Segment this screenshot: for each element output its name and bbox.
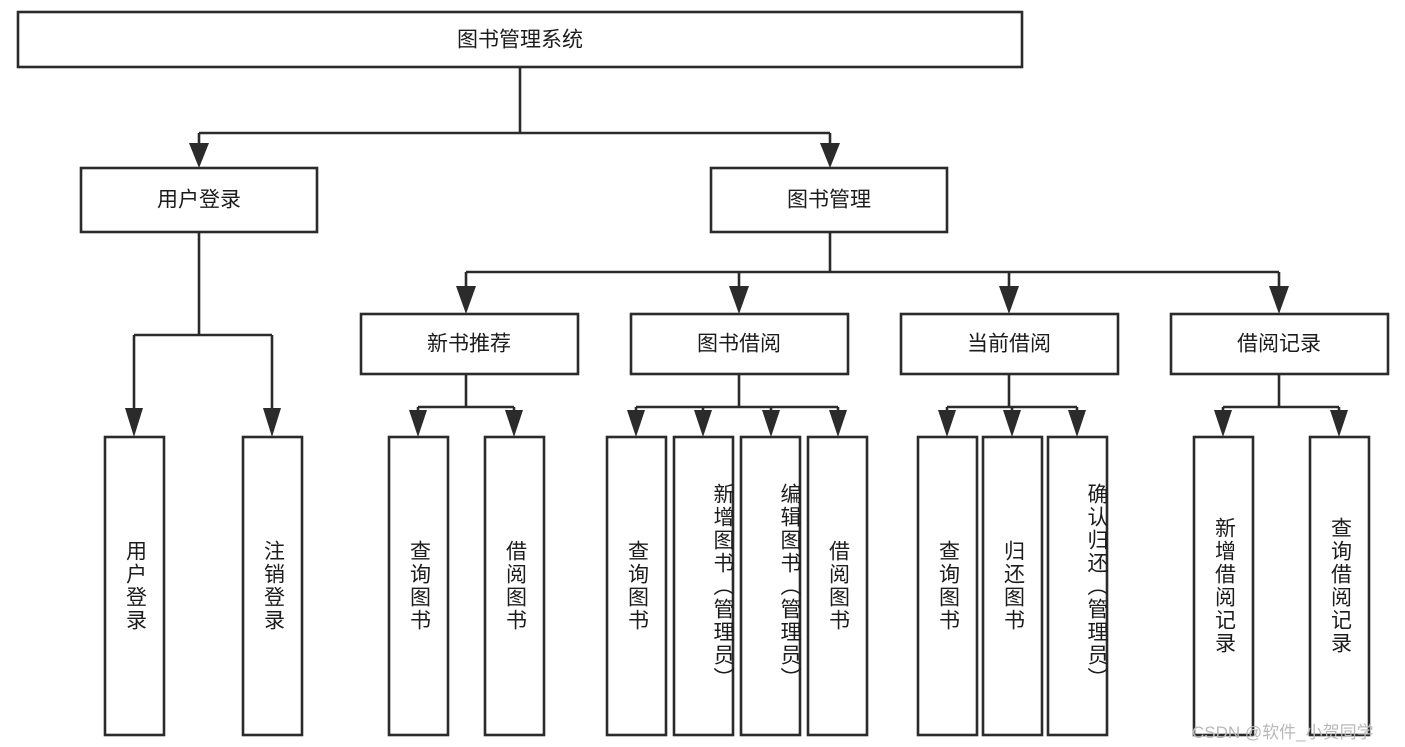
node-book-manage[interactable] bbox=[709, 166, 949, 234]
node-root-label: 图书管理系统 bbox=[457, 29, 583, 52]
node-borrow-record-label: 借阅记录 bbox=[1237, 333, 1321, 356]
node-leaf-add-record[interactable] bbox=[1192, 435, 1255, 737]
connector-layer bbox=[125, 67, 1348, 437]
node-leaf-logout-login[interactable] bbox=[241, 435, 304, 737]
node-root[interactable] bbox=[16, 10, 1024, 69]
node-borrow-record[interactable] bbox=[1169, 312, 1390, 376]
arrow-head-user-login bbox=[189, 143, 209, 168]
arrow-head-book-borrow bbox=[729, 286, 749, 314]
node-user-login-label: 用户登录 bbox=[157, 189, 241, 212]
node-leaf-edit-book[interactable] bbox=[739, 435, 802, 737]
arrow-head-leaf-add-book bbox=[694, 410, 712, 437]
node-leaf-borrow-book-2[interactable] bbox=[806, 435, 869, 737]
arrow-head-leaf-query-book-1 bbox=[409, 410, 427, 437]
csdn-watermark: CSDN @软件_小贺同学 bbox=[1192, 723, 1374, 742]
arrow-head-book-manage bbox=[820, 143, 840, 168]
node-current-borrow[interactable] bbox=[899, 312, 1120, 376]
node-current-borrow-label: 当前借阅 bbox=[967, 333, 1051, 356]
arrow-head-borrow-record bbox=[1269, 286, 1289, 314]
node-leaf-query-record[interactable] bbox=[1308, 435, 1371, 737]
arrow-head-leaf-confirm-return bbox=[1068, 410, 1086, 437]
arrow-head-new-book-recommend bbox=[456, 286, 476, 314]
node-leaf-add-book[interactable] bbox=[672, 435, 735, 737]
arrow-head-leaf-user-login bbox=[125, 408, 143, 437]
node-leaf-borrow-book-1[interactable] bbox=[483, 435, 546, 737]
arrow-head-leaf-add-record bbox=[1214, 410, 1232, 437]
arrow-head-leaf-query-record bbox=[1330, 410, 1348, 437]
node-book-manage-label: 图书管理 bbox=[787, 189, 871, 212]
arrow-head-leaf-edit-book bbox=[762, 410, 780, 437]
node-leaf-return-book[interactable] bbox=[981, 435, 1044, 737]
arrow-head-leaf-borrow-book-1 bbox=[505, 410, 523, 437]
arrow-head-current-borrow bbox=[999, 286, 1019, 314]
node-leaf-query-book-3[interactable] bbox=[916, 435, 979, 737]
node-layer: 图书管理系统 用户登录 图书管理 新书推荐 图书借阅 当前借阅 借阅记录 bbox=[16, 10, 1390, 737]
node-leaf-query-book-2[interactable] bbox=[605, 435, 668, 737]
arrow-head-leaf-query-book-3 bbox=[938, 410, 956, 437]
node-new-book-recommend[interactable] bbox=[359, 312, 580, 376]
node-book-borrow[interactable] bbox=[629, 312, 850, 376]
arrow-head-leaf-borrow-book-2 bbox=[829, 410, 847, 437]
arrow-head-leaf-return-book bbox=[1003, 410, 1021, 437]
node-book-borrow-label: 图书借阅 bbox=[697, 333, 781, 356]
arrow-head-leaf-logout-login bbox=[263, 408, 281, 437]
arrow-head-leaf-query-book-2 bbox=[627, 410, 645, 437]
node-leaf-user-login[interactable] bbox=[103, 435, 166, 737]
node-user-login[interactable] bbox=[79, 166, 319, 234]
node-leaf-confirm-return[interactable] bbox=[1046, 435, 1109, 737]
node-new-book-recommend-label: 新书推荐 bbox=[427, 333, 511, 356]
node-leaf-query-book-1[interactable] bbox=[387, 435, 450, 737]
